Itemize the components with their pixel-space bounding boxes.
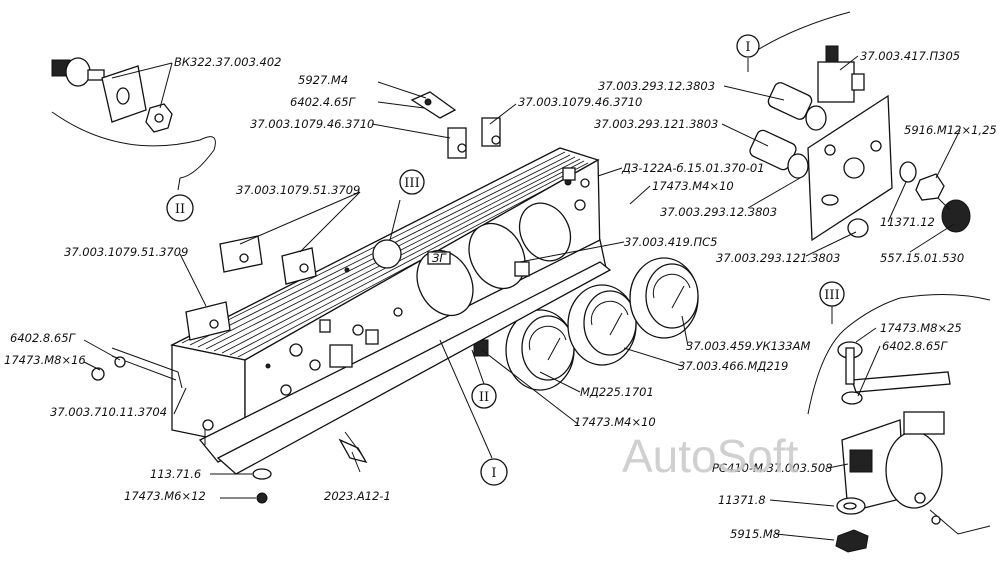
label-5915-m8: 5915.М8: [730, 527, 780, 541]
svg-text:ЗГ: ЗГ: [432, 251, 447, 265]
label-6402-8-65g-left: 6402.8.65Г: [10, 331, 77, 345]
switch-vk322: [51, 57, 173, 133]
label-557-15-01-530: 557.15.01.530: [880, 251, 964, 265]
callout-i-top: I: [745, 40, 750, 55]
subassembly-i-plate: [749, 45, 971, 242]
label-1079-46-left: 37.003.1079.46.3710: [250, 117, 374, 131]
label-5927-m4: 5927.М4: [298, 73, 348, 87]
label-rs410: РС410-М.37.003.508: [712, 461, 833, 475]
label-293-121-lower: 37.003.293.121.3803: [716, 251, 840, 265]
callout-ii-left: II: [175, 202, 185, 217]
label-ps5: 37.003.419.ПС5: [624, 235, 718, 249]
callout-circles: [166, 34, 845, 486]
callout-iii-panel: III: [404, 176, 419, 191]
label-293-12-upper: 37.003.293.12.3803: [598, 79, 715, 93]
label-17473-m4x10-upper: 17473.М4×10: [652, 179, 734, 193]
label-md219: 37.003.466.МД219: [678, 359, 788, 373]
label-vk322: ВК322.37.003.402: [174, 55, 282, 69]
gauge-uk133am: [629, 257, 699, 339]
label-md225: МД225.1701: [580, 385, 654, 399]
label-2023-a12-1: 2023.А12-1: [324, 489, 391, 503]
gauge-md219: [567, 284, 637, 366]
dashboard-panel: ЗГ: [170, 147, 607, 463]
lower-bracket-plate: [216, 261, 612, 475]
gauge-md225: [505, 309, 575, 391]
label-1079-51-lower: 37.003.1079.51.3709: [64, 245, 188, 259]
label-293-12-lower: 37.003.293.12.3803: [660, 205, 777, 219]
relay-rs410: [835, 341, 991, 553]
label-17473-m8x25: 17473.М8×25: [880, 321, 962, 335]
label-11371-8: 11371.8: [718, 493, 766, 507]
support-bar-3704: [91, 347, 183, 389]
label-1079-46-right: 37.003.1079.46.3710: [518, 95, 642, 109]
label-113-71-6: 113.71.6: [150, 467, 201, 481]
bracket-set-3710: [410, 91, 501, 159]
label-17473-m4x10-lower: 17473.М4×10: [574, 415, 656, 429]
label-dz-122a: ДЗ-122А-б.15.01.370-01: [621, 161, 765, 175]
label-1079-51-upper: 37.003.1079.51.3709: [236, 183, 360, 197]
watermark: AutoSoft: [622, 430, 799, 482]
label-11371-12: 11371.12: [880, 215, 935, 229]
label-p305: 37.003.417.П305: [860, 49, 960, 63]
region-ii-boundary: [51, 111, 216, 179]
label-710-11-3704: 37.003.710.11.3704: [50, 405, 167, 419]
callout-ii-lower: II: [479, 390, 489, 405]
label-17473-m6x12: 17473.М6×12: [124, 489, 206, 503]
leader-lines: [83, 55, 961, 541]
label-5916-m12: 5916.М12×1,25: [904, 123, 997, 137]
bracket-set-3709: [185, 235, 317, 341]
label-6402-4-65g: 6402.4.65Г: [290, 95, 357, 109]
label-293-121-upper: 37.003.293.121.3803: [594, 117, 718, 131]
label-uk133am: 37.003.459.УК133АМ: [686, 339, 810, 353]
callout-i-lower: I: [491, 466, 496, 481]
callout-iii-right: III: [824, 288, 839, 303]
label-6402-8-65g-right: 6402.8.65Г: [882, 339, 949, 353]
region-iii-boundary: [807, 293, 991, 415]
label-17473-m8x16: 17473.М8×16: [4, 353, 86, 367]
